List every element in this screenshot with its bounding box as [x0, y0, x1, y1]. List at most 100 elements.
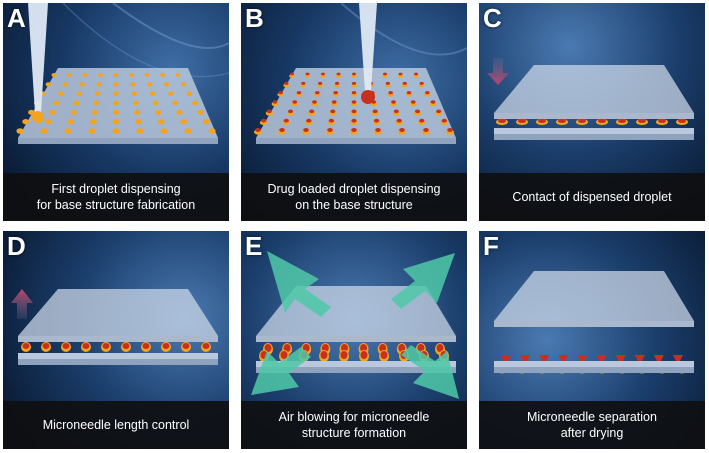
- drug-droplet: [336, 72, 341, 76]
- drug-droplet: [419, 81, 424, 85]
- microneedle-tip: [539, 355, 550, 365]
- base-droplet: [40, 128, 48, 134]
- drug-droplet: [678, 119, 686, 123]
- base-plate: [494, 128, 694, 134]
- base-plate: [256, 361, 456, 367]
- drug-droplet: [272, 100, 278, 104]
- drug-droplet: [266, 109, 272, 114]
- base-droplet: [157, 119, 165, 125]
- drug-droplet: [361, 90, 375, 104]
- base-droplet: [51, 73, 57, 77]
- panel-c-letter: C: [483, 3, 502, 33]
- microneedle-tip: [520, 355, 531, 365]
- drug-droplet: [538, 119, 546, 123]
- panel-d-letter: D: [7, 231, 26, 261]
- drug-droplet: [388, 91, 393, 95]
- drug-droplet: [638, 119, 646, 123]
- panel-a-letter: A: [7, 3, 26, 33]
- drug-droplet: [340, 344, 348, 352]
- drug-droplet: [182, 343, 190, 349]
- panel-e-caption: Air blowing for microneedle structure fo…: [241, 401, 467, 449]
- drug-droplet: [305, 72, 310, 76]
- base-droplet: [62, 82, 68, 87]
- stretched-droplet-row: [21, 342, 211, 352]
- drug-droplet: [334, 81, 340, 85]
- base-droplet: [159, 73, 166, 77]
- drug-droplet: [352, 72, 356, 76]
- drug-droplet: [410, 100, 416, 104]
- drug-droplet: [375, 128, 381, 132]
- base-droplet: [28, 109, 35, 115]
- microneedle-tip: [501, 355, 511, 365]
- base-droplet: [136, 128, 144, 134]
- dispensed-droplet: [32, 111, 44, 123]
- base-droplet: [132, 100, 139, 106]
- panel-a-caption-line-1: First droplet dispensing: [51, 182, 181, 196]
- drug-droplet: [42, 343, 50, 349]
- base-droplet: [180, 82, 187, 87]
- panel-c-caption: Contact of dispensed droplet: [479, 173, 705, 221]
- base-droplet: [93, 100, 100, 106]
- drug-droplet: [498, 119, 506, 123]
- drug-droplet: [372, 109, 378, 114]
- base-droplet: [180, 119, 188, 125]
- panel-c-caption-line-1: Contact of dispensed droplet: [512, 190, 672, 204]
- drug-droplet: [398, 344, 406, 352]
- panel-e-caption-line-1: Air blowing for microneedle: [278, 410, 430, 424]
- drug-droplet: [321, 72, 325, 76]
- drug-droplet: [419, 118, 425, 123]
- base-droplet: [149, 91, 156, 96]
- microneedle-tip: [653, 355, 664, 365]
- top-plate: [18, 289, 218, 336]
- drug-droplet: [327, 128, 333, 132]
- drug-droplet: [303, 128, 309, 132]
- drug-droplet: [351, 91, 357, 95]
- base-droplet: [67, 119, 75, 125]
- drug-droplet: [430, 100, 436, 104]
- dispensing-pipette: [28, 3, 48, 113]
- air-arrow-top-left-icon: [267, 251, 331, 317]
- panel-b-letter: B: [245, 3, 264, 33]
- panel-b-caption-line-1: Drug loaded droplet dispensing: [267, 182, 441, 196]
- drug-droplet: [351, 109, 357, 114]
- drug-droplet: [202, 343, 210, 349]
- drug-droplet: [306, 118, 312, 123]
- drug-droplet: [331, 100, 337, 104]
- base-droplet: [382, 74, 388, 78]
- microneedle-tip: [673, 355, 683, 365]
- drug-droplet: [351, 100, 357, 104]
- base-droplet: [53, 100, 60, 106]
- base-droplet: [175, 73, 181, 77]
- microneedle-tip: [596, 355, 607, 365]
- base-droplet: [128, 73, 135, 77]
- drug-droplet: [618, 119, 626, 123]
- drug-droplet: [414, 109, 421, 114]
- base-droplet: [197, 109, 204, 115]
- top-plate: [494, 65, 694, 113]
- move-up-arrow-icon: [11, 289, 33, 319]
- drug-droplet: [284, 81, 289, 85]
- base-droplet: [66, 73, 73, 77]
- drug-droplet: [658, 119, 666, 123]
- contact-droplet-row: [496, 119, 688, 125]
- air-arrow-top-right-icon: [391, 253, 455, 309]
- base-droplet: [144, 73, 150, 77]
- base-droplet: [58, 91, 64, 96]
- base-droplet: [76, 91, 83, 96]
- base-droplet: [94, 91, 101, 96]
- drug-droplet: [264, 344, 272, 352]
- base-droplet: [79, 82, 85, 87]
- drug-droplet: [142, 343, 150, 349]
- base-droplet: [133, 109, 141, 115]
- base-droplet: [113, 91, 119, 96]
- base-droplet: [135, 119, 143, 125]
- drug-droplet: [302, 344, 310, 352]
- panel-b-caption-line-2: on the base structure: [295, 198, 413, 212]
- base-droplet: [49, 109, 56, 115]
- top-plate: [494, 271, 694, 321]
- panel-f-caption: Microneedle separation after drying: [479, 401, 705, 449]
- base-plate: [18, 353, 218, 359]
- drug-droplet: [398, 72, 403, 76]
- base-droplet: [44, 119, 52, 125]
- drug-droplet: [290, 72, 294, 76]
